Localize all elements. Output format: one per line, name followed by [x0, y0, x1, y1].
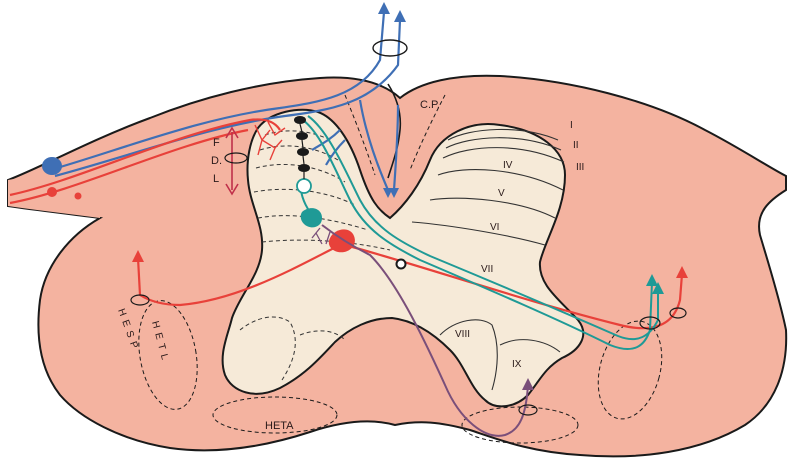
label-heta: HETA	[265, 420, 294, 432]
label-lamina-iv: IV	[503, 160, 513, 171]
blue-pathway	[49, 11, 402, 191]
axon-section-icon	[669, 307, 687, 319]
blue-arrowheads	[378, 2, 406, 198]
lamina-boundary-ii	[445, 137, 562, 151]
label-lamina-vii: VII	[481, 264, 493, 275]
label-lamina-vi: VI	[490, 222, 499, 233]
axon-section-icon	[518, 404, 538, 416]
lamina-boundary-iii	[442, 147, 565, 163]
teal-neuron-soma	[300, 208, 322, 228]
label-lamina-i: I	[570, 120, 573, 131]
dorsal-median-sulcus	[387, 83, 402, 179]
label-fdl-d: D.	[211, 155, 222, 167]
lamina-boundary-vi	[411, 221, 546, 246]
teal-arrowheads	[646, 274, 664, 294]
purple-arrowhead	[522, 378, 534, 390]
purple-pathway	[321, 224, 529, 437]
label-fdl-f: F	[213, 137, 220, 149]
red-ganglion-cell-icon	[47, 187, 57, 197]
red-dendritic-tree	[254, 121, 286, 161]
lamina-boundary-ix	[499, 339, 561, 353]
blue-ganglion-cell-icon	[42, 157, 62, 175]
label-lamina-ii: II	[573, 140, 579, 151]
axon-section-icon	[130, 294, 150, 306]
dark-neuron-links	[299, 123, 305, 179]
central-canal-marker	[395, 258, 407, 270]
label-lamina-viii: VIII	[455, 329, 470, 340]
axon-section-icon	[224, 152, 248, 164]
label-lamina-v: V	[498, 188, 505, 199]
dark-neuron-chain	[294, 116, 310, 172]
fdl-red-markers	[225, 126, 239, 196]
purple-dendrites	[311, 227, 331, 245]
axon-section-icon	[372, 39, 408, 57]
label-lamina-ix: IX	[512, 359, 522, 370]
lamina-boundary-viii	[439, 319, 498, 391]
lamina-boundary-v	[429, 197, 556, 219]
red-ganglion-cell-small-icon	[74, 192, 82, 200]
label-cp: C.P.	[420, 99, 440, 111]
label-lamina-iii: III	[576, 162, 584, 173]
label-fdl-l: L	[213, 173, 219, 185]
lamina-boundary-i	[447, 128, 559, 141]
lamina-boundary-iv	[437, 169, 564, 191]
teal-neuron-outline	[296, 178, 312, 194]
red-arrowheads	[132, 250, 688, 278]
axon-section-icon	[639, 316, 661, 330]
